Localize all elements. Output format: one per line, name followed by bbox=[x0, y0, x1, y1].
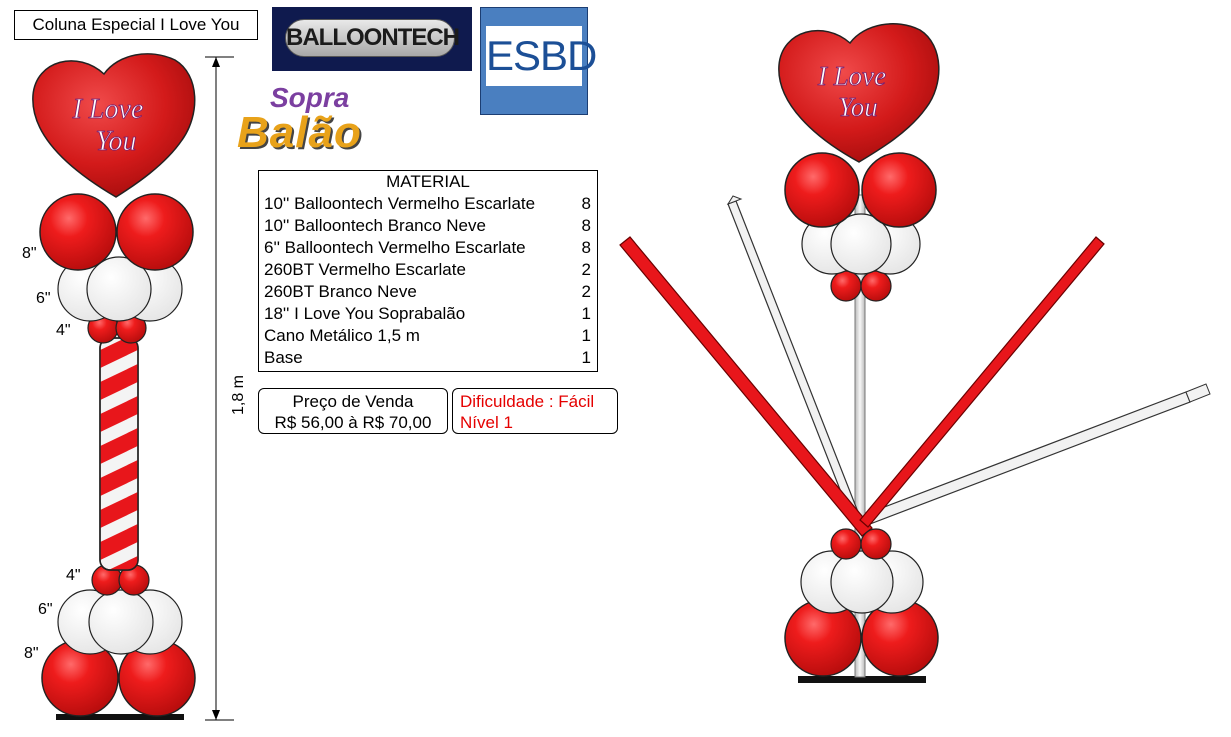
left-balloon-top-8-a bbox=[39, 193, 117, 271]
left-heart-text-line2: You bbox=[95, 126, 136, 157]
soprabalao-logo: Sopra Balão bbox=[237, 82, 387, 162]
price-label: Preço de Venda bbox=[292, 392, 414, 411]
material-name: 10'' Balloontech Vermelho Escarlate bbox=[264, 194, 536, 213]
height-dimension: 1,8 m bbox=[205, 56, 247, 721]
size-label-bottom-8: 8" bbox=[24, 645, 39, 662]
material-qty: 2 bbox=[581, 282, 591, 301]
right-heart-text-line2: You bbox=[838, 92, 878, 122]
material-qty: 8 bbox=[581, 238, 591, 257]
material-name: 260BT Branco Neve bbox=[264, 282, 417, 301]
material-heading: MATERIAL bbox=[386, 172, 470, 191]
size-label-bottom-6: 6" bbox=[38, 601, 53, 618]
left-spiral-column bbox=[99, 337, 139, 571]
right-heart-text-line1: I Love bbox=[817, 61, 886, 91]
left-balloon-top-8-b bbox=[116, 193, 194, 271]
material-name: 10'' Balloontech Branco Neve bbox=[264, 216, 486, 235]
material-row: Base 1 bbox=[259, 347, 597, 369]
material-qty: 1 bbox=[581, 326, 591, 345]
material-qty: 8 bbox=[581, 194, 591, 213]
material-qty: 1 bbox=[581, 348, 591, 367]
left-balloon-bottom-6-c bbox=[88, 589, 154, 655]
material-row: 260BT Vermelho Escarlate 2 bbox=[259, 259, 597, 281]
material-row: 10'' Balloontech Branco Neve 8 bbox=[259, 215, 597, 237]
right-heart-balloon: I Love You bbox=[778, 23, 940, 163]
difficulty-box: Dificuldade : Fácil Nível 1 bbox=[452, 388, 618, 434]
soprabalao-logo-line1: Sopra bbox=[270, 82, 350, 113]
left-heart-text-line1: I Love bbox=[72, 94, 144, 125]
price-box: Preço de Venda R$ 56,00 à R$ 70,00 bbox=[258, 388, 448, 434]
long-balloon-white-right-tip bbox=[1185, 383, 1211, 403]
material-name: 260BT Vermelho Escarlate bbox=[264, 260, 466, 279]
page-title: Coluna Especial I Love You bbox=[14, 10, 258, 40]
left-heart-balloon: I Love You bbox=[32, 53, 196, 198]
right-balloon-top-8-b bbox=[861, 152, 937, 228]
size-label-bottom-4: 4" bbox=[66, 567, 81, 584]
material-row: 10'' Balloontech Vermelho Escarlate 8 bbox=[259, 193, 597, 215]
right-balloon-bottom-6-c bbox=[830, 550, 894, 614]
soprabalao-logo-line2: Balão bbox=[237, 108, 362, 157]
left-base bbox=[56, 714, 184, 720]
right-pole bbox=[854, 194, 866, 678]
esbd-logo: ESBD bbox=[480, 7, 597, 115]
esbd-logo-text: ESBD bbox=[486, 26, 597, 86]
size-label-top-6: 6" bbox=[36, 290, 51, 307]
long-balloon-red-right bbox=[859, 236, 1105, 528]
right-long-balloons bbox=[619, 195, 1211, 537]
material-qty: 8 bbox=[581, 216, 591, 235]
material-row: 260BT Branco Neve 2 bbox=[259, 281, 597, 303]
material-row: 6'' Balloontech Vermelho Escarlate 8 bbox=[259, 237, 597, 259]
material-table: MATERIAL 10'' Balloontech Vermelho Escar… bbox=[258, 170, 598, 372]
material-qty: 1 bbox=[581, 304, 591, 323]
left-balloon-top-6-c bbox=[86, 256, 152, 322]
long-balloon-white-left-tip bbox=[726, 195, 743, 205]
price-value: R$ 56,00 à R$ 70,00 bbox=[274, 413, 432, 432]
size-label-top-8: 8" bbox=[22, 245, 37, 262]
difficulty-label: Dificuldade : Fácil bbox=[460, 392, 595, 411]
material-name: Base bbox=[264, 348, 303, 367]
material-qty: 2 bbox=[581, 260, 591, 279]
material-row: Cano Metálico 1,5 m 1 bbox=[259, 325, 597, 347]
right-balloon-top-4-b bbox=[860, 270, 892, 302]
balloontech-logo-text: BALLOONTECH bbox=[285, 19, 460, 57]
right-balloon-bottom-4-b bbox=[860, 528, 892, 560]
right-balloon-bottom-4-a bbox=[830, 528, 862, 560]
right-balloon-top-6-c bbox=[830, 213, 892, 275]
material-name: Cano Metálico 1,5 m bbox=[264, 326, 420, 345]
right-base bbox=[798, 676, 926, 683]
right-balloon-top-8-a bbox=[784, 152, 860, 228]
size-label-top-4: 4" bbox=[56, 322, 71, 339]
material-name: 18'' I Love You Soprabalão bbox=[264, 304, 466, 323]
balloontech-logo: BALLOONTECH bbox=[272, 7, 472, 71]
height-label: 1,8 m bbox=[230, 375, 247, 415]
long-balloon-red-left bbox=[619, 236, 873, 537]
difficulty-level: Nível 1 bbox=[460, 413, 513, 432]
material-row: 18'' I Love You Soprabalão 1 bbox=[259, 303, 597, 325]
material-name: 6'' Balloontech Vermelho Escarlate bbox=[264, 238, 526, 257]
right-balloon-top-4-a bbox=[830, 270, 862, 302]
